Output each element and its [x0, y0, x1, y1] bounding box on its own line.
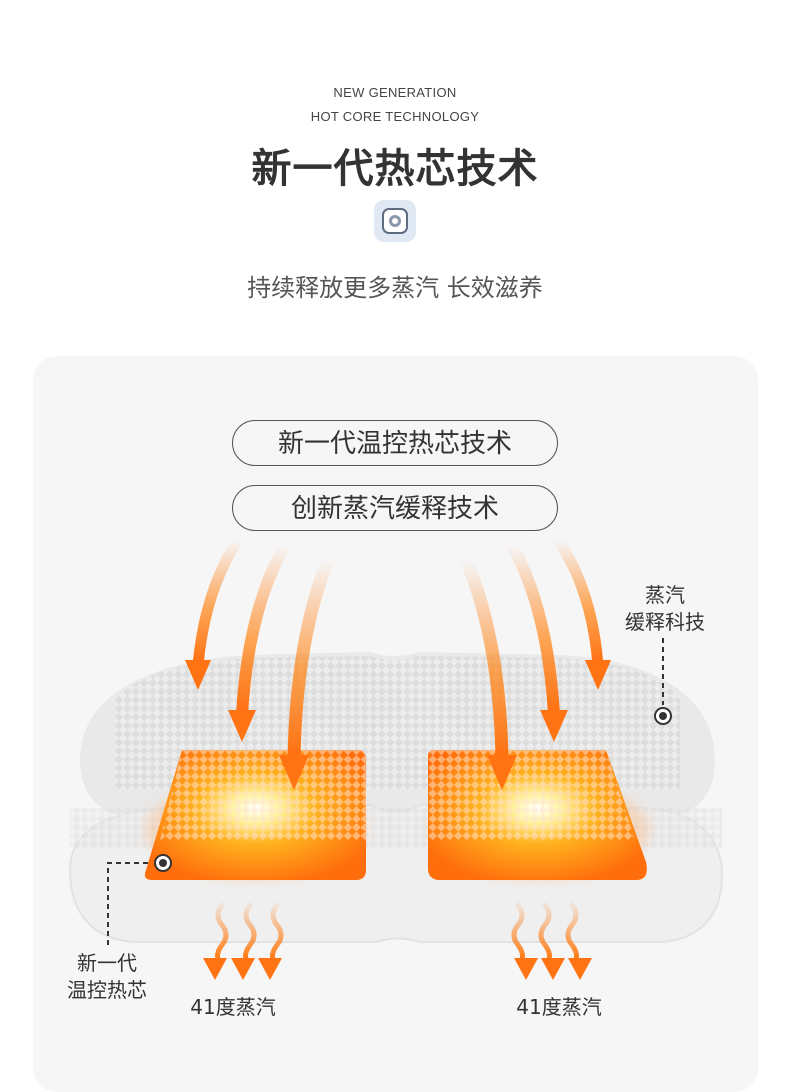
page-title: 新一代热芯技术: [251, 146, 539, 192]
page-subtitle: 持续释放更多蒸汽 长效滋养: [247, 274, 543, 302]
callout-steam-line1: 蒸汽: [645, 583, 685, 607]
callout-temp-core: 新一代 温控热芯: [52, 950, 162, 1004]
callout-steam-line2: 缓释科技: [625, 610, 705, 634]
callout-core-line1: 新一代: [77, 951, 137, 975]
steam-arrows-left: [215, 902, 284, 962]
steam-temp-right: 41度蒸汽: [516, 995, 602, 1019]
steam-temp-left: 41度蒸汽: [190, 995, 276, 1019]
feature-pill-temp-core: 新一代温控热芯技术: [232, 420, 558, 466]
eyebrow-line-1: NEW GENERATION: [333, 85, 457, 100]
callout-steam-release: 蒸汽 缓释科技: [610, 582, 720, 636]
feature-pill-steam-release: 创新蒸汽缓释技术: [232, 485, 558, 531]
callout-core-line2: 温控热芯: [67, 978, 147, 1002]
core-badge-icon: [374, 200, 416, 242]
eyebrow-line-2: HOT CORE TECHNOLOGY: [310, 109, 480, 124]
steam-arrows-right: [511, 902, 579, 962]
